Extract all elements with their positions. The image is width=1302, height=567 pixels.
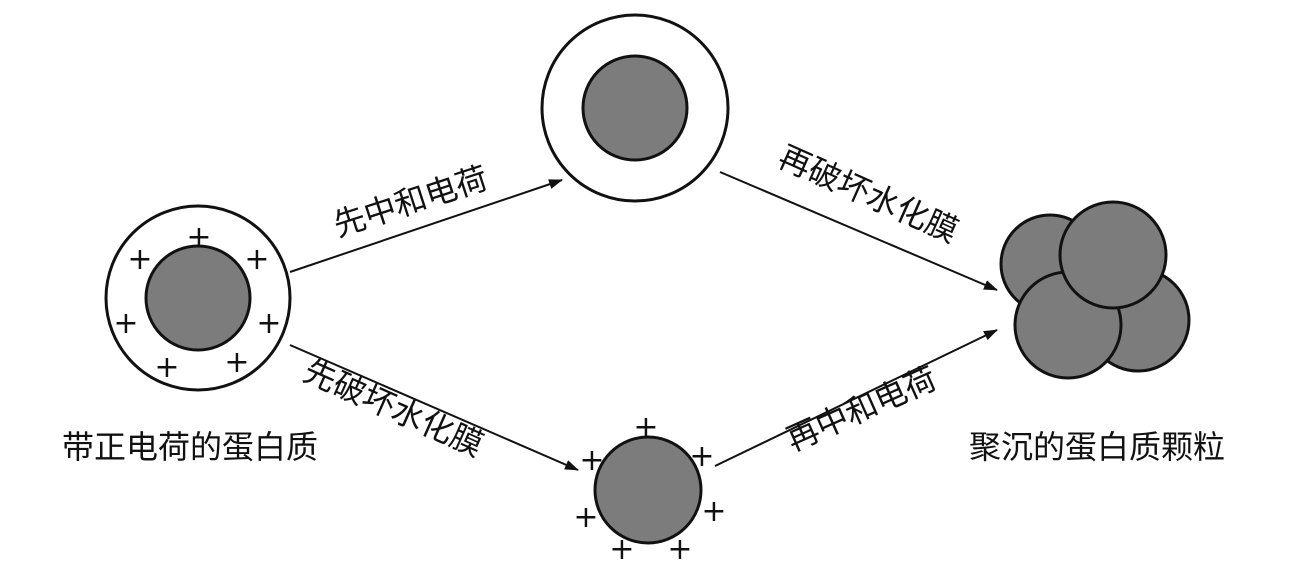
arrow-start-to-top: [289, 179, 563, 273]
protein-core: [593, 435, 703, 545]
arrow-bottom-to-end: [714, 329, 998, 467]
plus-sign: +: [244, 242, 269, 277]
protein-particle: [1058, 200, 1168, 310]
arrow-start-to-bottom: [289, 344, 579, 471]
arrow-top-to-end: [719, 171, 998, 291]
neutral-protein-with-shell: [540, 13, 730, 203]
plus-sign: +: [667, 532, 692, 567]
label-upper-step2: 再破坏水化膜: [773, 138, 964, 251]
plus-sign: +: [573, 500, 598, 535]
plus-sign: +: [154, 350, 179, 385]
plus-sign: +: [609, 532, 634, 567]
plus-sign: +: [256, 306, 281, 341]
plus-sign: +: [113, 306, 138, 341]
charged-protein-with-shell: + + + + + + +: [104, 204, 292, 392]
plus-sign: +: [633, 410, 658, 445]
plus-sign: +: [701, 494, 726, 529]
plus-sign: +: [689, 439, 714, 474]
caption-start: 带正电荷的蛋白质: [62, 428, 318, 466]
plus-sign: +: [579, 443, 604, 478]
charged-protein-no-shell: + + + + + + +: [573, 410, 726, 567]
plus-sign: +: [224, 345, 249, 380]
label-lower-step2: 再中和电荷: [781, 359, 943, 459]
protein-core: [581, 54, 689, 162]
plus-sign: +: [127, 242, 152, 277]
caption-end: 聚沉的蛋白质颗粒: [969, 428, 1225, 466]
label-lower-step1: 先破坏水化膜: [298, 352, 489, 465]
coagulated-protein-cluster: [999, 200, 1191, 380]
protein-core: [144, 244, 252, 352]
plus-sign: +: [186, 220, 211, 255]
